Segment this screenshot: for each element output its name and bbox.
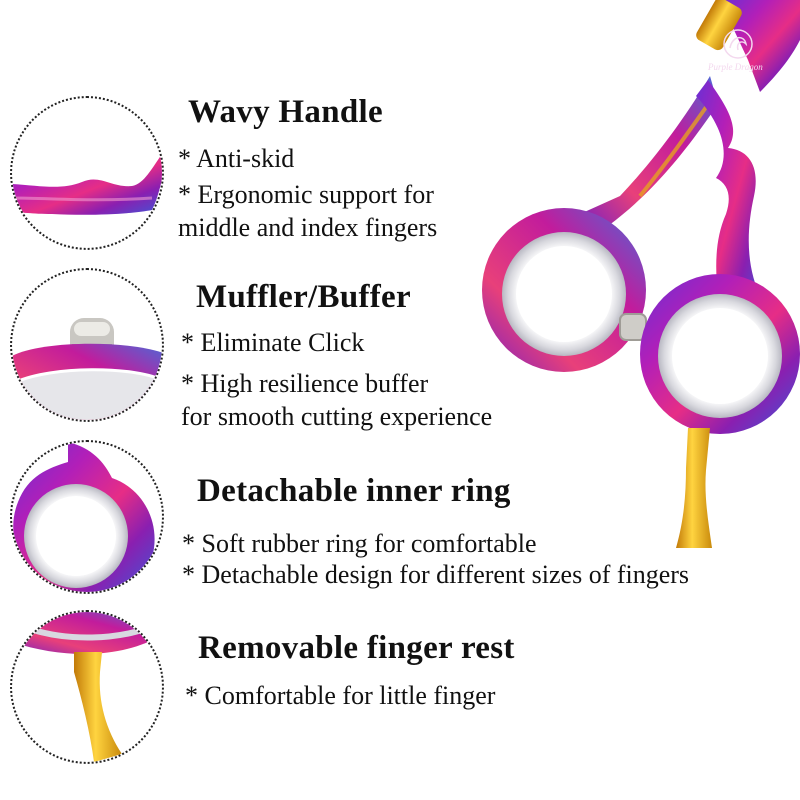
- wavy-handle-title: Wavy Handle: [188, 94, 383, 130]
- muffler-closeup: [12, 318, 162, 420]
- muffler-buffer-bullet-1: * Eliminate Click: [181, 328, 365, 357]
- inner-ring-title: Detachable inner ring: [197, 473, 511, 509]
- finger-rest-bullet-1: * Comfortable for little finger: [185, 681, 496, 710]
- inner-ring-bullet-2: * Detachable design for different sizes …: [182, 560, 690, 589]
- left-finger-ring: [482, 208, 646, 372]
- right-finger-ring: [640, 274, 800, 434]
- wavy-handle-closeup: [12, 154, 162, 215]
- scissors-illustration: Purple Dragon: [482, 0, 800, 548]
- wavy-handle-detail-circle: [10, 96, 164, 250]
- wavy-handle: [696, 80, 762, 320]
- wavy-handle-bullet-1: * Anti-skid: [178, 144, 295, 173]
- muffler-buffer-bullet-3: for smooth cutting experience: [181, 402, 493, 431]
- inner-ring-closeup: [13, 442, 155, 592]
- finger-rest: [676, 428, 712, 548]
- inner-ring-bullet-1: * Soft rubber ring for comfortable: [182, 529, 537, 558]
- logo-text: Purple Dragon: [707, 62, 763, 72]
- muffler-buffer-detail-circle: [10, 268, 164, 422]
- finger-rest-detail-circle: [10, 610, 164, 764]
- inner-ring-detail-circle: [10, 440, 164, 594]
- wavy-handle-bullet-3: middle and index fingers: [178, 213, 438, 242]
- gold-screw: [696, 0, 742, 51]
- wavy-handle-bullet-2: * Ergonomic support for: [178, 180, 434, 209]
- muffler-buffer-title: Muffler/Buffer: [196, 279, 411, 315]
- finger-rest-closeup: [12, 612, 162, 762]
- finger-rest-title: Removable finger rest: [198, 630, 515, 666]
- muffler-buffer-bullet-2: * High resilience buffer: [181, 369, 429, 398]
- purple-dragon-logo: Purple Dragon: [707, 29, 763, 72]
